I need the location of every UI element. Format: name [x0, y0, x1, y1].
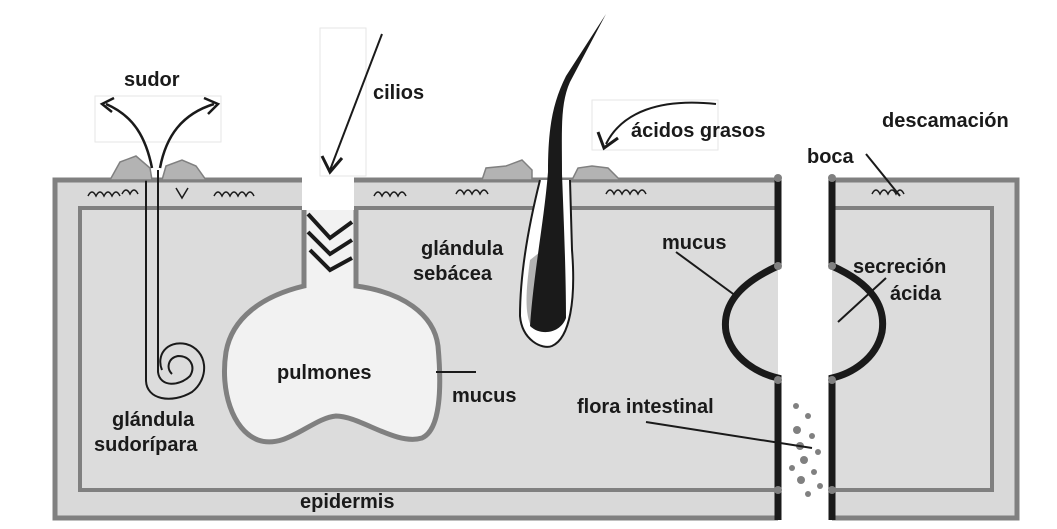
- label-epidermis: epidermis: [300, 491, 394, 513]
- label-acida: ácida: [890, 283, 942, 305]
- label-boca: boca: [807, 146, 855, 168]
- label-sudor: sudor: [124, 69, 180, 91]
- nose-opening: [302, 176, 354, 212]
- label-glandula-sudoripara-1: glándula: [112, 409, 195, 431]
- label-secrecion: secreción: [853, 256, 946, 278]
- label-cilios: cilios: [373, 82, 424, 104]
- label-mucus-top: mucus: [662, 232, 726, 254]
- label-pulmones: pulmones: [277, 362, 371, 384]
- label-acidos-grasos: ácidos grasos: [631, 120, 766, 142]
- mouth-gap: [778, 176, 832, 526]
- label-descamacion: descamación: [882, 110, 1009, 132]
- label-flora-intestinal: flora intestinal: [577, 396, 714, 418]
- label-glandula-sebacea-2: sebácea: [413, 263, 493, 285]
- sweat-arrows: [102, 98, 218, 168]
- label-glandula-sebacea-1: glándula: [421, 238, 504, 260]
- label-mucus-lung: mucus: [452, 385, 516, 407]
- label-glandula-sudoripara-2: sudorípara: [94, 434, 198, 456]
